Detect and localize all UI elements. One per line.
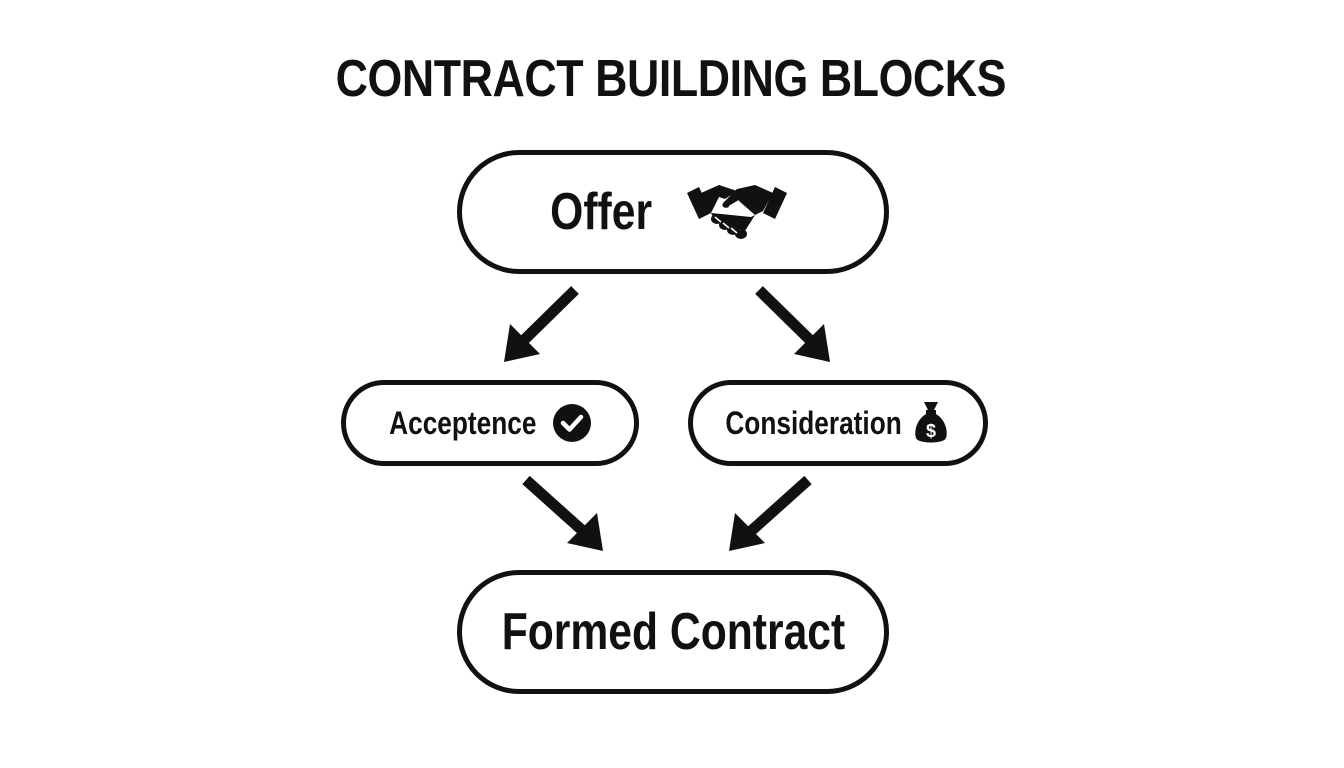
consideration-label: Consideration xyxy=(725,404,903,441)
formed-contract-node: Formed Contract xyxy=(457,570,889,694)
svg-text:$: $ xyxy=(926,421,936,441)
consideration-node: Consideration $ xyxy=(688,380,988,466)
diagram-title: CONTRACT BUILDING BLOCKS xyxy=(335,50,1007,108)
arrow-acceptance-to-formed xyxy=(522,475,603,551)
arrow-offer-to-consideration xyxy=(755,286,830,362)
acceptance-node: Acceptence xyxy=(341,380,639,466)
formed-contract-label: Formed Contract xyxy=(501,603,845,661)
checkmark-circle-icon xyxy=(551,402,593,444)
acceptance-label: Acceptence xyxy=(389,404,537,441)
offer-label: Offer xyxy=(550,183,652,241)
money-bag-icon: $ xyxy=(914,400,948,446)
handshake-icon xyxy=(685,181,789,243)
arrow-consideration-to-formed xyxy=(729,475,812,551)
offer-node: Offer xyxy=(457,150,889,274)
arrow-offer-to-acceptance xyxy=(504,286,579,362)
